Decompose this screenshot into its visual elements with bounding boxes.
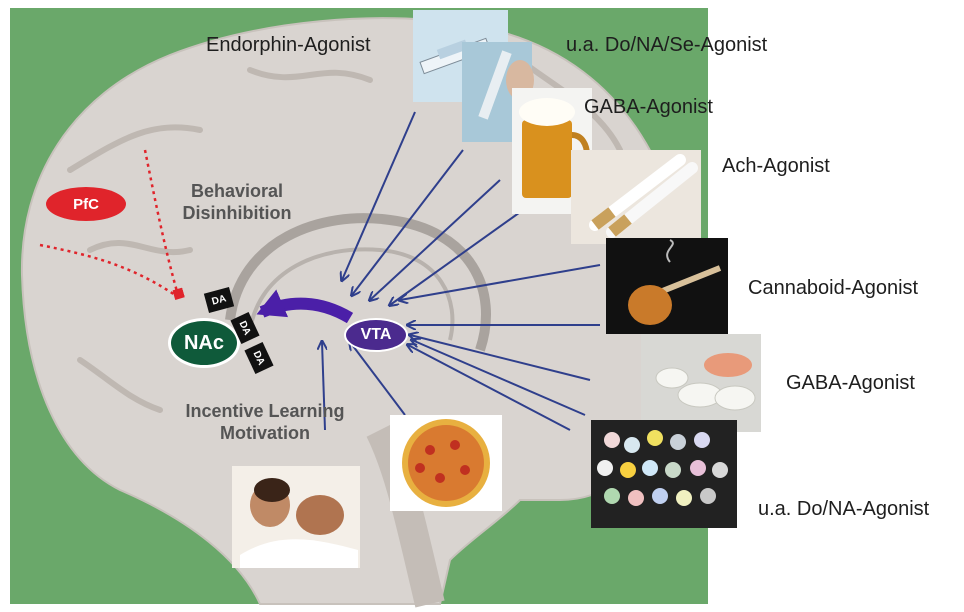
corpus-callosum <box>225 213 491 352</box>
vta-node: VTA <box>344 318 408 352</box>
pizza-photo <box>390 415 502 511</box>
endorphin-agonist-label: Endorphin-Agonist <box>206 34 371 56</box>
gaba-agonist-top-label: GABA-Agonist <box>584 96 713 118</box>
arrow-ecstasy-2 <box>412 340 586 416</box>
pfc-node: PfC <box>46 187 126 221</box>
inner-curve <box>248 247 455 341</box>
arrow-ecstasy <box>408 345 571 431</box>
behavioral-label-line1: Behavioral <box>190 181 284 201</box>
do-na-se-agonist-label: u.a. Do/NA/Se-Agonist <box>566 34 768 56</box>
couple-photo <box>232 466 360 568</box>
arrow-cigarettes <box>390 204 531 305</box>
behavioral-label-line2: Disinhibition <box>182 203 292 223</box>
gaba-agonist-bottom-label: GABA-Agonist <box>786 372 915 394</box>
behavioral-disinhibition-label: Behavioral Disinhibition <box>164 180 310 224</box>
arrow-pills <box>410 335 591 381</box>
arrow-couple <box>322 342 325 431</box>
pills-photo <box>641 334 761 432</box>
arrow-syringe <box>342 111 416 280</box>
cannaboid-agonist-label: Cannaboid-Agonist <box>748 277 919 299</box>
cigarettes-photo <box>571 150 701 244</box>
do-na-agonist-label: u.a. Do/NA-Agonist <box>758 498 930 520</box>
ecstasy-tablets-photo <box>591 420 737 528</box>
joint-photo <box>606 238 728 334</box>
da-arrow <box>256 289 354 324</box>
incentive-learning-label: Incentive Learning Motivation <box>160 400 370 444</box>
incentive-label-line1: Incentive Learning <box>185 401 345 421</box>
pfc-dotted-arrow-2 <box>39 243 176 297</box>
arrow-beer <box>370 179 501 300</box>
arrow-pizza <box>350 342 406 416</box>
ach-agonist-label: Ach-Agonist <box>722 155 830 177</box>
incentive-label-line2: Motivation <box>220 423 310 443</box>
arrow-joint <box>400 264 601 300</box>
nac-node: NAc <box>168 318 240 368</box>
arrow-snorting <box>352 149 464 295</box>
